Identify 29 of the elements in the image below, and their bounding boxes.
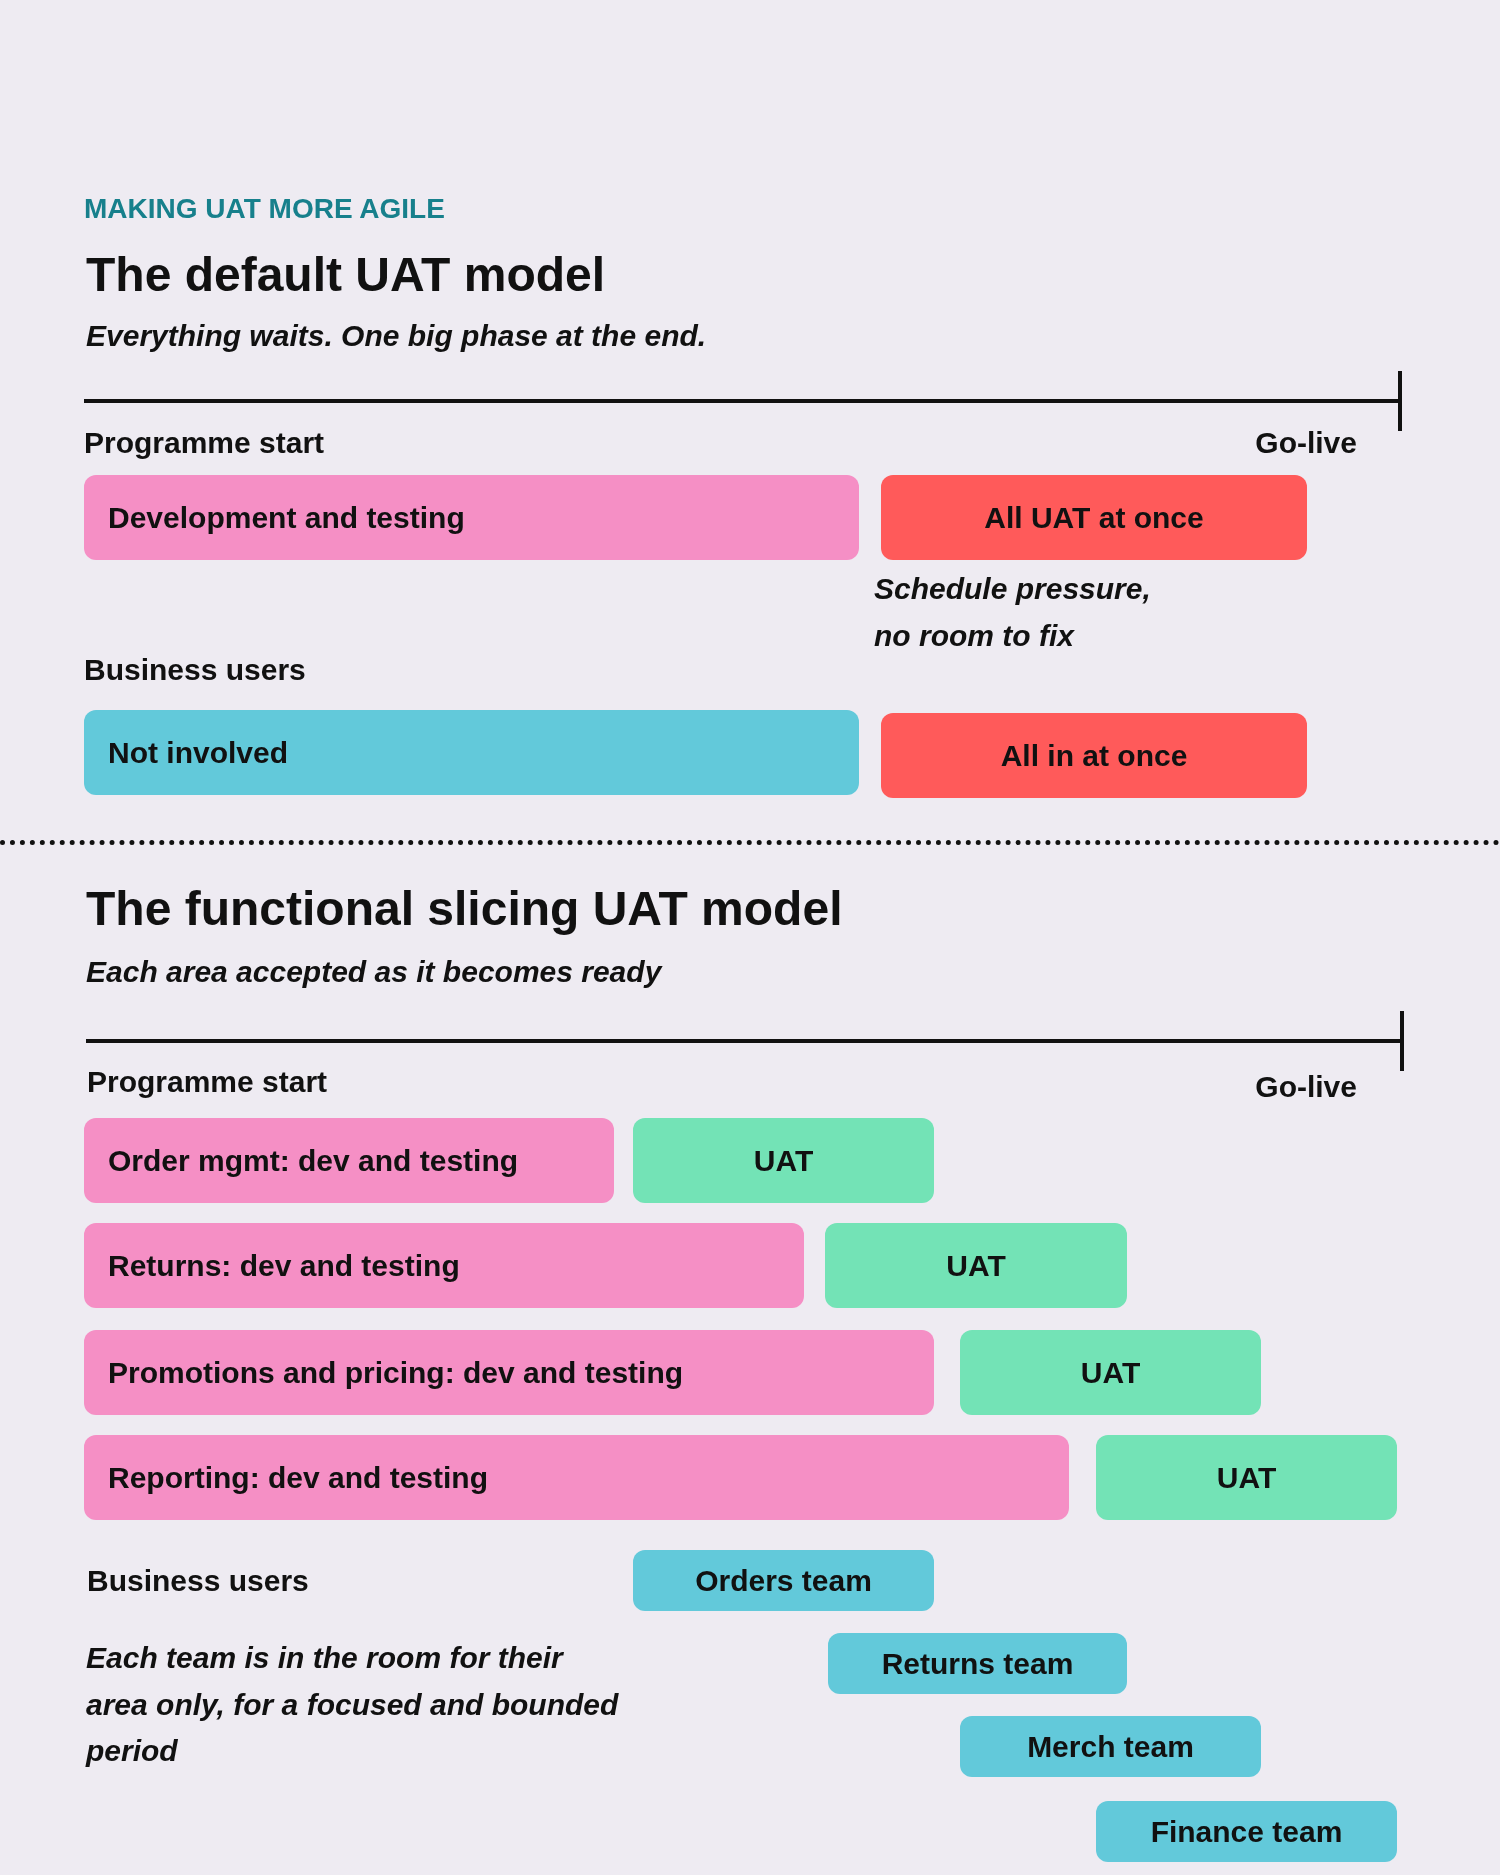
timeline-bar: Orders team: [633, 1550, 934, 1611]
section-subtitle: Each area accepted as it becomes ready: [86, 954, 662, 990]
section-heading: The default UAT model: [86, 247, 606, 303]
timeline-bar: UAT: [1096, 1435, 1397, 1520]
timeline-bar: Development and testing: [84, 475, 859, 560]
timeline-bar: Promotions and pricing: dev and testing: [84, 1330, 934, 1415]
timeline-start-label: Programme start: [87, 1064, 328, 1100]
timeline-bar: UAT: [633, 1118, 934, 1203]
timeline-bar: Merch team: [960, 1716, 1261, 1777]
timeline-bar: Returns team: [828, 1633, 1127, 1694]
timeline-end-label: Go-live: [1255, 1069, 1357, 1105]
row-group-label: Business users: [87, 1563, 309, 1599]
timeline-bar: Reporting: dev and testing: [84, 1435, 1069, 1520]
timeline-end-label: Go-live: [1255, 425, 1357, 461]
timeline-bar: Finance team: [1096, 1801, 1397, 1862]
section-heading: The functional slicing UAT model: [86, 881, 843, 937]
timeline-bar: Not involved: [84, 710, 859, 795]
annotation-note: Each team is in the room for their area only, for a focused and bounded period: [86, 1640, 620, 1769]
timeline-start-label: Programme start: [84, 425, 325, 461]
row-group-label: Business users: [84, 652, 306, 688]
timeline-bar: All in at once: [881, 713, 1307, 798]
timeline-bar: UAT: [960, 1330, 1261, 1415]
timeline-bar: UAT: [825, 1223, 1127, 1308]
section-subtitle: Everything waits. One big phase at the end.: [86, 318, 707, 354]
timeline-bar: Returns: dev and testing: [84, 1223, 804, 1308]
annotation-note: Schedule pressure, no room to fix: [874, 571, 1152, 654]
timeline-bar: Order mgmt: dev and testing: [84, 1118, 614, 1203]
timeline-bar: All UAT at once: [881, 475, 1307, 560]
kicker-heading: MAKING UAT MORE AGILE: [84, 192, 445, 226]
